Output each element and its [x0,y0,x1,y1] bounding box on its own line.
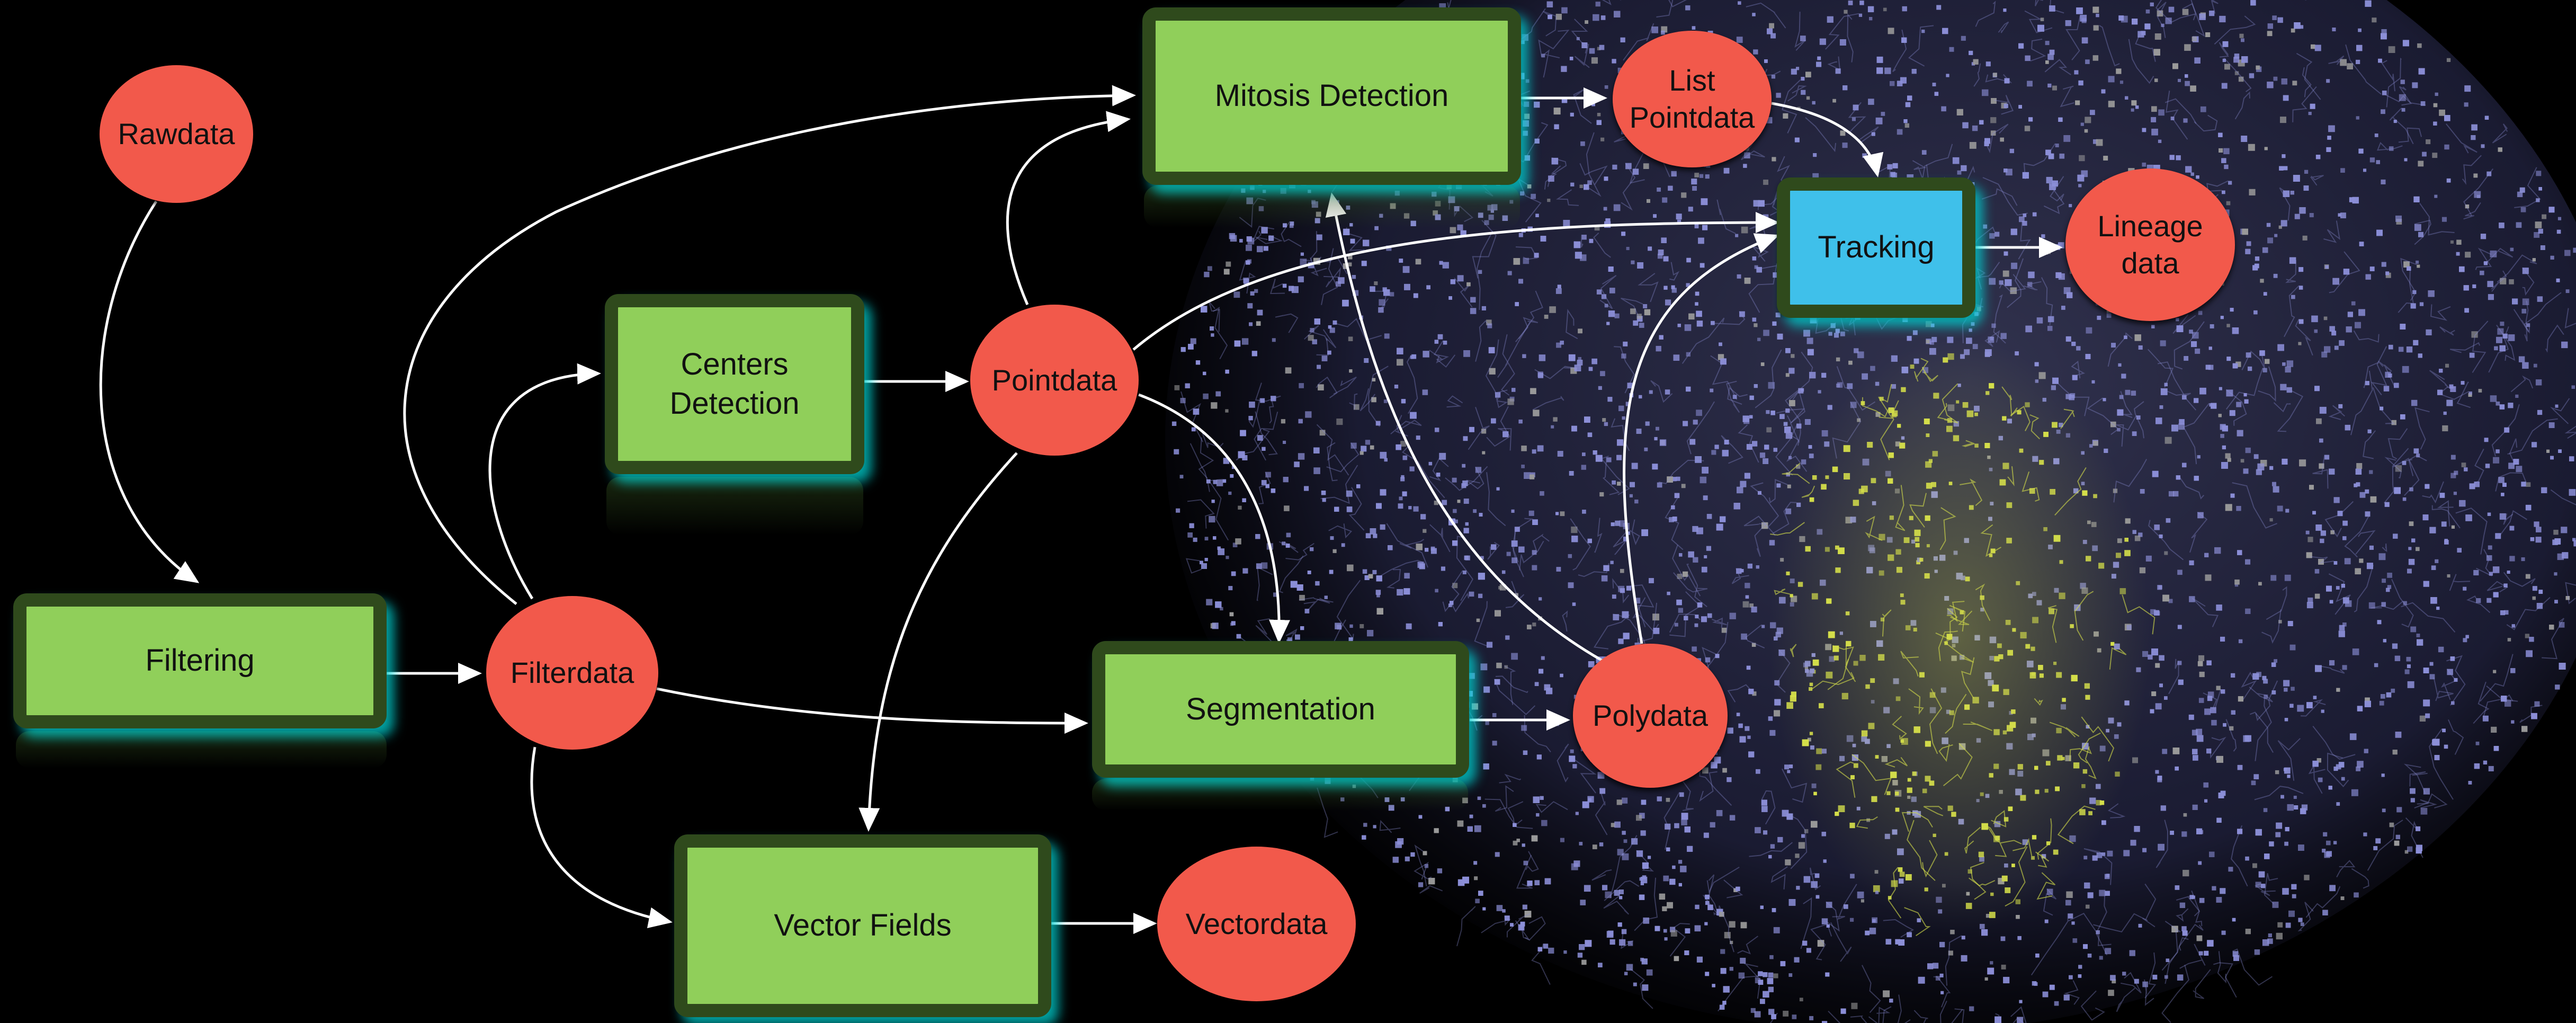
arrow-pointdata-to-vector-fields [858,452,1018,832]
polydata-node: Polydata [1573,644,1728,788]
arrow-list-pointdata-to-tracking [1771,102,1884,177]
pointdata-node: Pointdata [970,305,1139,456]
arrow-polydata-to-tracking [1623,233,1779,644]
polydata-label: Polydata [1593,699,1708,732]
filterdata-node: Filterdata [486,596,658,750]
vector-fields-box: Vector Fields [674,834,1051,1017]
filtering-box: Filtering [13,593,387,728]
filterdata-label: Filterdata [510,656,634,689]
mitosis-detection-box: Mitosis Detection [1142,7,1521,185]
lineage-data-label: Lineage data [2097,209,2203,280]
list-pointdata-label: List Pointdata [1629,64,1755,134]
arrow-pointdata-to-segmentation [1138,393,1290,644]
mitosis-detection-label: Mitosis Detection [1214,78,1449,113]
vectordata-node: Vectordata [1157,847,1356,1001]
centers-detection-box: Centers Detection [605,294,864,474]
arrow-filterdata-to-mitosis-detection [403,85,1136,605]
arrow-pointdata-to-mitosis-detection [1006,111,1131,305]
arrow-filterdata-to-vector-fields [530,746,673,928]
segmentation-box: Segmentation [1092,641,1469,778]
pointdata-label: Pointdata [991,363,1117,397]
rawdata-label: Rawdata [118,117,235,150]
arrow-pointdata-to-tracking [1132,212,1779,351]
lineage-data-node: Lineage data [2065,168,2235,321]
arrow-filterdata-to-centers-detection [488,363,601,600]
rawdata-node: Rawdata [100,65,253,203]
segmentation-label: Segmentation [1186,691,1375,726]
tracking-label: Tracking [1818,230,1935,265]
highlighted-lineage-region [1769,339,2150,932]
tracking-box: Tracking [1777,177,1975,318]
arrow-filterdata-to-segmentation [656,687,1088,734]
vectordata-label: Vectordata [1185,907,1328,940]
centers-detection-label: Centers Detection [669,346,800,421]
list-pointdata-node: List Pointdata [1613,31,1772,167]
vector-fields-label: Vector Fields [774,908,952,943]
arrow-rawdata-to-filtering [99,200,200,583]
arrow-polydata-to-mitosis-detection [1325,192,1611,666]
filtering-label: Filtering [145,643,255,678]
